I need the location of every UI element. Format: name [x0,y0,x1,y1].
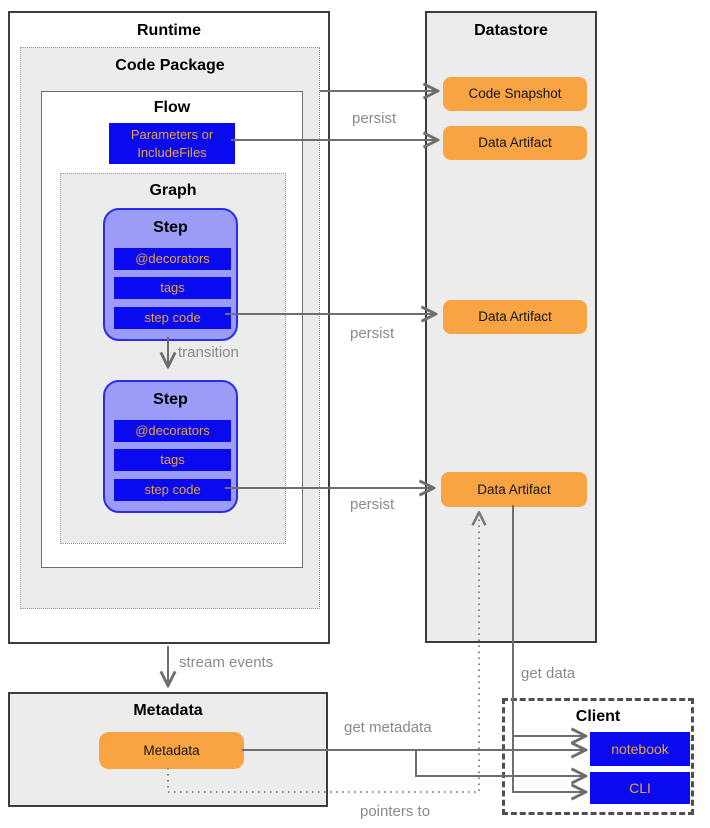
code-snapshot-box: Code Snapshot [443,77,587,111]
client-title: Client [575,708,621,725]
code-package-title: Code Package [115,57,225,74]
metadata-title: Metadata [133,702,203,719]
step-1-step-code-chip: step code [114,307,231,329]
persist-label-mid: persist [350,325,395,342]
runtime-panel: Runtime Code Package Flow Parameters or … [8,11,330,644]
step-2-tags-chip: tags [114,449,231,471]
get-metadata-label: get metadata [344,719,432,736]
cli-box: CLI [590,772,690,804]
step-box-2: Step @decorators tags step code [103,380,238,513]
data-artifact-box-2: Data Artifact [443,300,587,334]
client-panel: Client notebook CLI [502,698,694,815]
persist-label-bottom: persist [350,496,395,513]
notebook-box: notebook [590,732,690,766]
stream-events-label: stream events [179,654,274,671]
get-data-label: get data [521,665,576,682]
step-2-decorators-chip: @decorators [114,420,231,442]
code-package-box: Code Package Flow Parameters or IncludeF… [20,47,320,609]
datastore-panel: Datastore Code Snapshot Data Artifact Da… [425,11,597,643]
pointers-to-label: pointers to [360,803,431,820]
step-2-title: Step [153,391,188,408]
flow-box: Flow Parameters or IncludeFiles Graph St… [41,91,303,568]
step-2-step-code-chip: step code [114,479,231,501]
step-box-1: Step @decorators tags step code [103,208,238,341]
datastore-title: Datastore [474,22,548,39]
graph-box: Graph Step @decorators tags step code St… [60,173,286,544]
data-artifact-box-3: Data Artifact [441,472,587,507]
step-1-decorators-chip: @decorators [114,248,231,270]
step-1-title: Step [153,219,188,236]
flow-title: Flow [153,99,191,116]
graph-title: Graph [149,182,197,199]
step-1-tags-chip: tags [114,277,231,299]
data-artifact-box-1: Data Artifact [443,126,587,160]
metadata-service-box: Metadata [99,732,244,769]
metadata-panel: Metadata Metadata [8,692,328,807]
runtime-title: Runtime [137,22,201,39]
parameters-includefiles-box: Parameters or IncludeFiles [109,123,235,164]
persist-label-top: persist [352,110,397,127]
transition-label: transition [178,344,239,361]
